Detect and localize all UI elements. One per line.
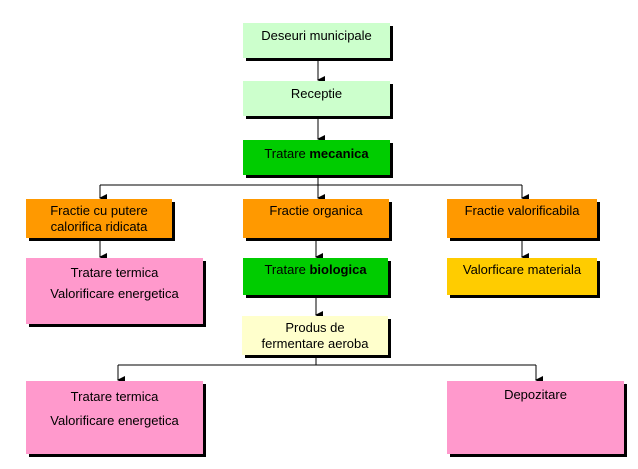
node-label-line2: Valorificare energetica — [50, 413, 179, 428]
node-produs-fermentare: Produs de fermentare aeroba — [242, 316, 388, 355]
node-label-bold: mecanica — [309, 146, 369, 161]
node-label-line1: Fractie cu putere — [50, 203, 148, 218]
node-tratare-termica-2: Tratare termica Valorificare energetica — [26, 381, 203, 454]
node-label-line1: Tratare termica — [70, 265, 159, 280]
node-label: Valorficare materiala — [462, 262, 582, 277]
node-label-line1: Produs de — [285, 320, 345, 335]
node-fractie-valorificabila: Fractie valorificabila — [447, 199, 597, 238]
node-label: Depozitare — [504, 387, 567, 402]
node-tratare-termica-1: Tratare termica Valorificare energetica — [26, 258, 203, 324]
node-depozitare: Depozitare — [447, 381, 624, 454]
node-fractie-calorifica: Fractie cu putere calorifica ridicata — [26, 199, 172, 238]
node-fractie-organica: Fractie organica — [243, 199, 389, 238]
node-label-prefix: Tratare — [264, 146, 310, 161]
node-label: Receptie — [290, 86, 343, 101]
node-label-line2: Valorificare energetica — [50, 286, 179, 301]
node-label-line2: fermentare aeroba — [261, 336, 369, 351]
node-label-line2: calorifica ridicata — [50, 219, 148, 234]
node-tratare-biologica: Tratare biologica — [243, 258, 388, 295]
node-receptie: Receptie — [243, 81, 390, 116]
node-label: Fractie valorificabila — [464, 203, 580, 218]
node-label: Fractie organica — [269, 203, 363, 218]
node-deseuri-municipale: Deseuri municipale — [243, 23, 390, 58]
node-label-prefix: Tratare — [264, 262, 310, 277]
node-tratare-mecanica: Tratare mecanica — [243, 140, 390, 175]
node-label: Deseuri municipale — [261, 28, 372, 43]
node-valorficare-materiala: Valorficare materiala — [447, 258, 597, 295]
node-label-bold: biologica — [309, 262, 367, 277]
node-label-line1: Tratare termica — [70, 389, 159, 404]
